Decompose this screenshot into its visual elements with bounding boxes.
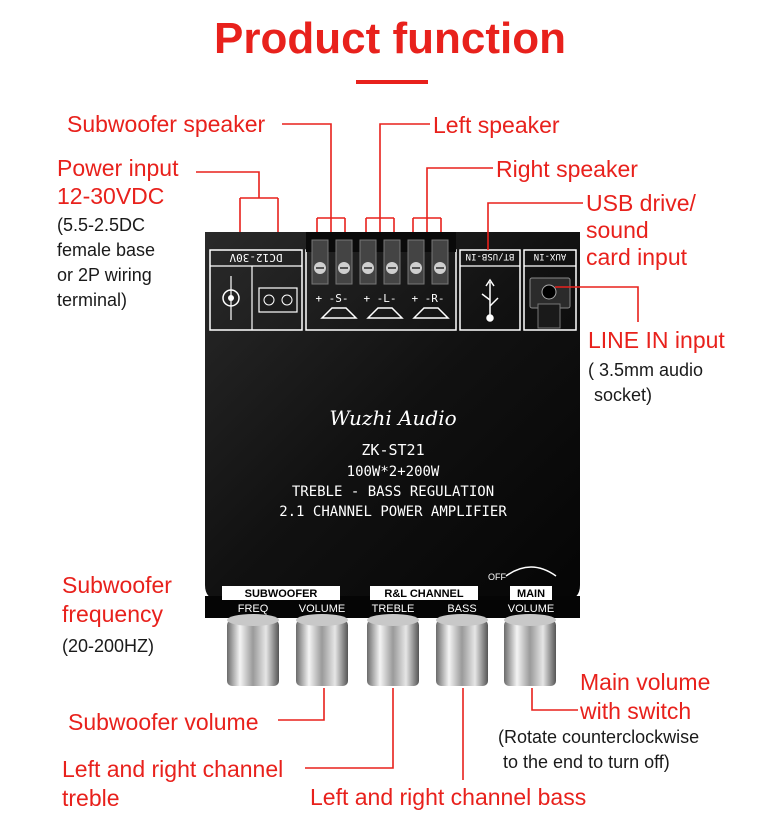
feature-2: 2.1 CHANNEL POWER AMPLIFIER	[279, 504, 507, 520]
label-usb-3: card input	[586, 244, 688, 270]
board-edge	[205, 596, 580, 618]
group-rl: R&L CHANNEL	[384, 588, 464, 600]
feature-1: TREBLE - BASS REGULATION	[292, 484, 494, 500]
knob-subwoofer-volume	[296, 614, 348, 686]
label-lr-bass: Left and right channel bass	[310, 784, 587, 810]
label-line-in: LINE IN input	[588, 327, 725, 353]
knob-main-volume-label: VOLUME	[508, 603, 554, 615]
dc-label: DC12-30V	[229, 251, 282, 264]
usb-icon	[481, 278, 499, 322]
spk-r-label: + -R-	[411, 292, 444, 305]
rl-group-box	[370, 586, 478, 600]
spk-l-label: + -L-	[363, 292, 396, 305]
group-subwoofer: SUBWOOFER	[245, 588, 318, 600]
label-power-note-1: (5.5-2.5DC	[57, 215, 146, 235]
aux-panel	[523, 249, 577, 331]
label-sub-frequency-1: Subwoofer	[62, 572, 172, 598]
label-usb-1: USB drive/	[586, 190, 696, 216]
label-usb-2: sound	[586, 217, 649, 243]
label-lr-treble-1: Left and right channel	[62, 756, 284, 782]
label-sub-frequency-range: (20-200HZ)	[62, 636, 155, 656]
label-main-volume-2: with switch	[580, 698, 692, 724]
label-main-volume-note-1: (Rotate counterclockwise	[498, 727, 700, 747]
main-switch-arc	[505, 566, 557, 577]
knob-bass	[436, 614, 488, 686]
label-sub-volume: Subwoofer volume	[68, 709, 259, 735]
knob-freq-label: FREQ	[238, 603, 269, 615]
dc-panel	[209, 249, 303, 331]
knob-bass-label: BASS	[447, 603, 476, 615]
label-power-note-4: terminal)	[57, 290, 128, 310]
knob-volume-label: VOLUME	[299, 603, 345, 615]
label-subwoofer-speaker: Subwoofer speaker	[67, 111, 266, 137]
label-line-in-note-1: ( 3.5mm audio	[588, 360, 704, 380]
power-rating: 100W*2+200W	[347, 464, 440, 480]
aux-label: AUX-IN	[534, 251, 567, 261]
group-main: MAIN	[517, 588, 545, 600]
knob-main-volume	[504, 614, 556, 686]
knob-treble-label: TREBLE	[372, 603, 415, 615]
label-main-volume-note-2: to the end to turn off)	[503, 752, 670, 772]
bt-panel	[459, 249, 521, 331]
page-title: Product function	[214, 14, 566, 63]
brand-logo: Wuzhi Audio	[329, 406, 456, 430]
main-group-box	[510, 586, 552, 600]
aux-jack-icon	[529, 277, 571, 329]
knob-freq	[227, 614, 279, 686]
model: ZK-ST21	[361, 441, 424, 459]
bt-label: BT/USB-IN	[466, 251, 515, 261]
label-power-voltage: 12-30VDC	[57, 183, 165, 209]
label-power-input: Power input	[57, 155, 179, 181]
label-right-speaker: Right speaker	[496, 156, 638, 182]
off-label: OFF	[488, 572, 506, 582]
spk-s-label: + -S-	[315, 292, 348, 305]
label-line-in-note-2: socket)	[594, 385, 653, 405]
label-sub-frequency-2: frequency	[62, 601, 164, 627]
speaker-terminals	[306, 232, 456, 285]
knob-treble	[367, 614, 419, 686]
board-body	[205, 232, 580, 600]
label-main-volume-1: Main volume	[580, 669, 711, 695]
subwoofer-group-box	[222, 586, 340, 600]
power-terminal	[258, 287, 298, 313]
label-lr-treble-2: treble	[62, 785, 120, 811]
leader-lines	[196, 123, 639, 780]
speaker-icons	[320, 307, 450, 319]
title-underline	[356, 80, 428, 84]
label-left-speaker: Left speaker	[433, 112, 560, 138]
label-power-note-2: female base	[57, 240, 156, 260]
label-power-note-3: or 2P wiring	[57, 265, 152, 285]
